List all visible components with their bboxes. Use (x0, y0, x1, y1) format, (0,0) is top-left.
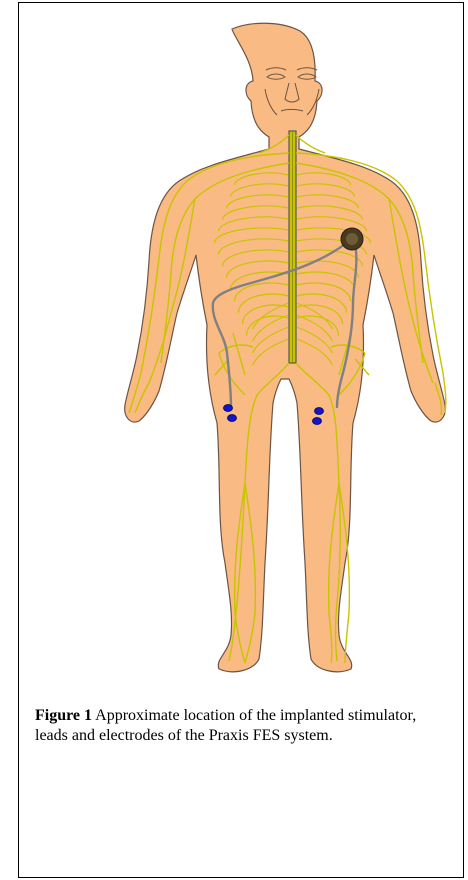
figure-frame: Figure 1 Approximate location of the imp… (18, 2, 464, 878)
spinal-cord (289, 131, 296, 363)
figure-caption: Figure 1 Approximate location of the imp… (35, 706, 445, 746)
implanted-stimulator (341, 228, 363, 250)
figure-caption-text: Approximate location of the implanted st… (35, 707, 416, 744)
body-silhouette (125, 23, 446, 672)
electrode-dot-icon (315, 408, 324, 415)
body-illustration (19, 3, 465, 693)
figure-label: Figure 1 (35, 707, 92, 724)
electrode-dot-icon (228, 415, 237, 422)
electrode-dot-icon (313, 418, 322, 425)
body-outline (125, 23, 446, 672)
electrode-dot-icon (224, 405, 233, 412)
